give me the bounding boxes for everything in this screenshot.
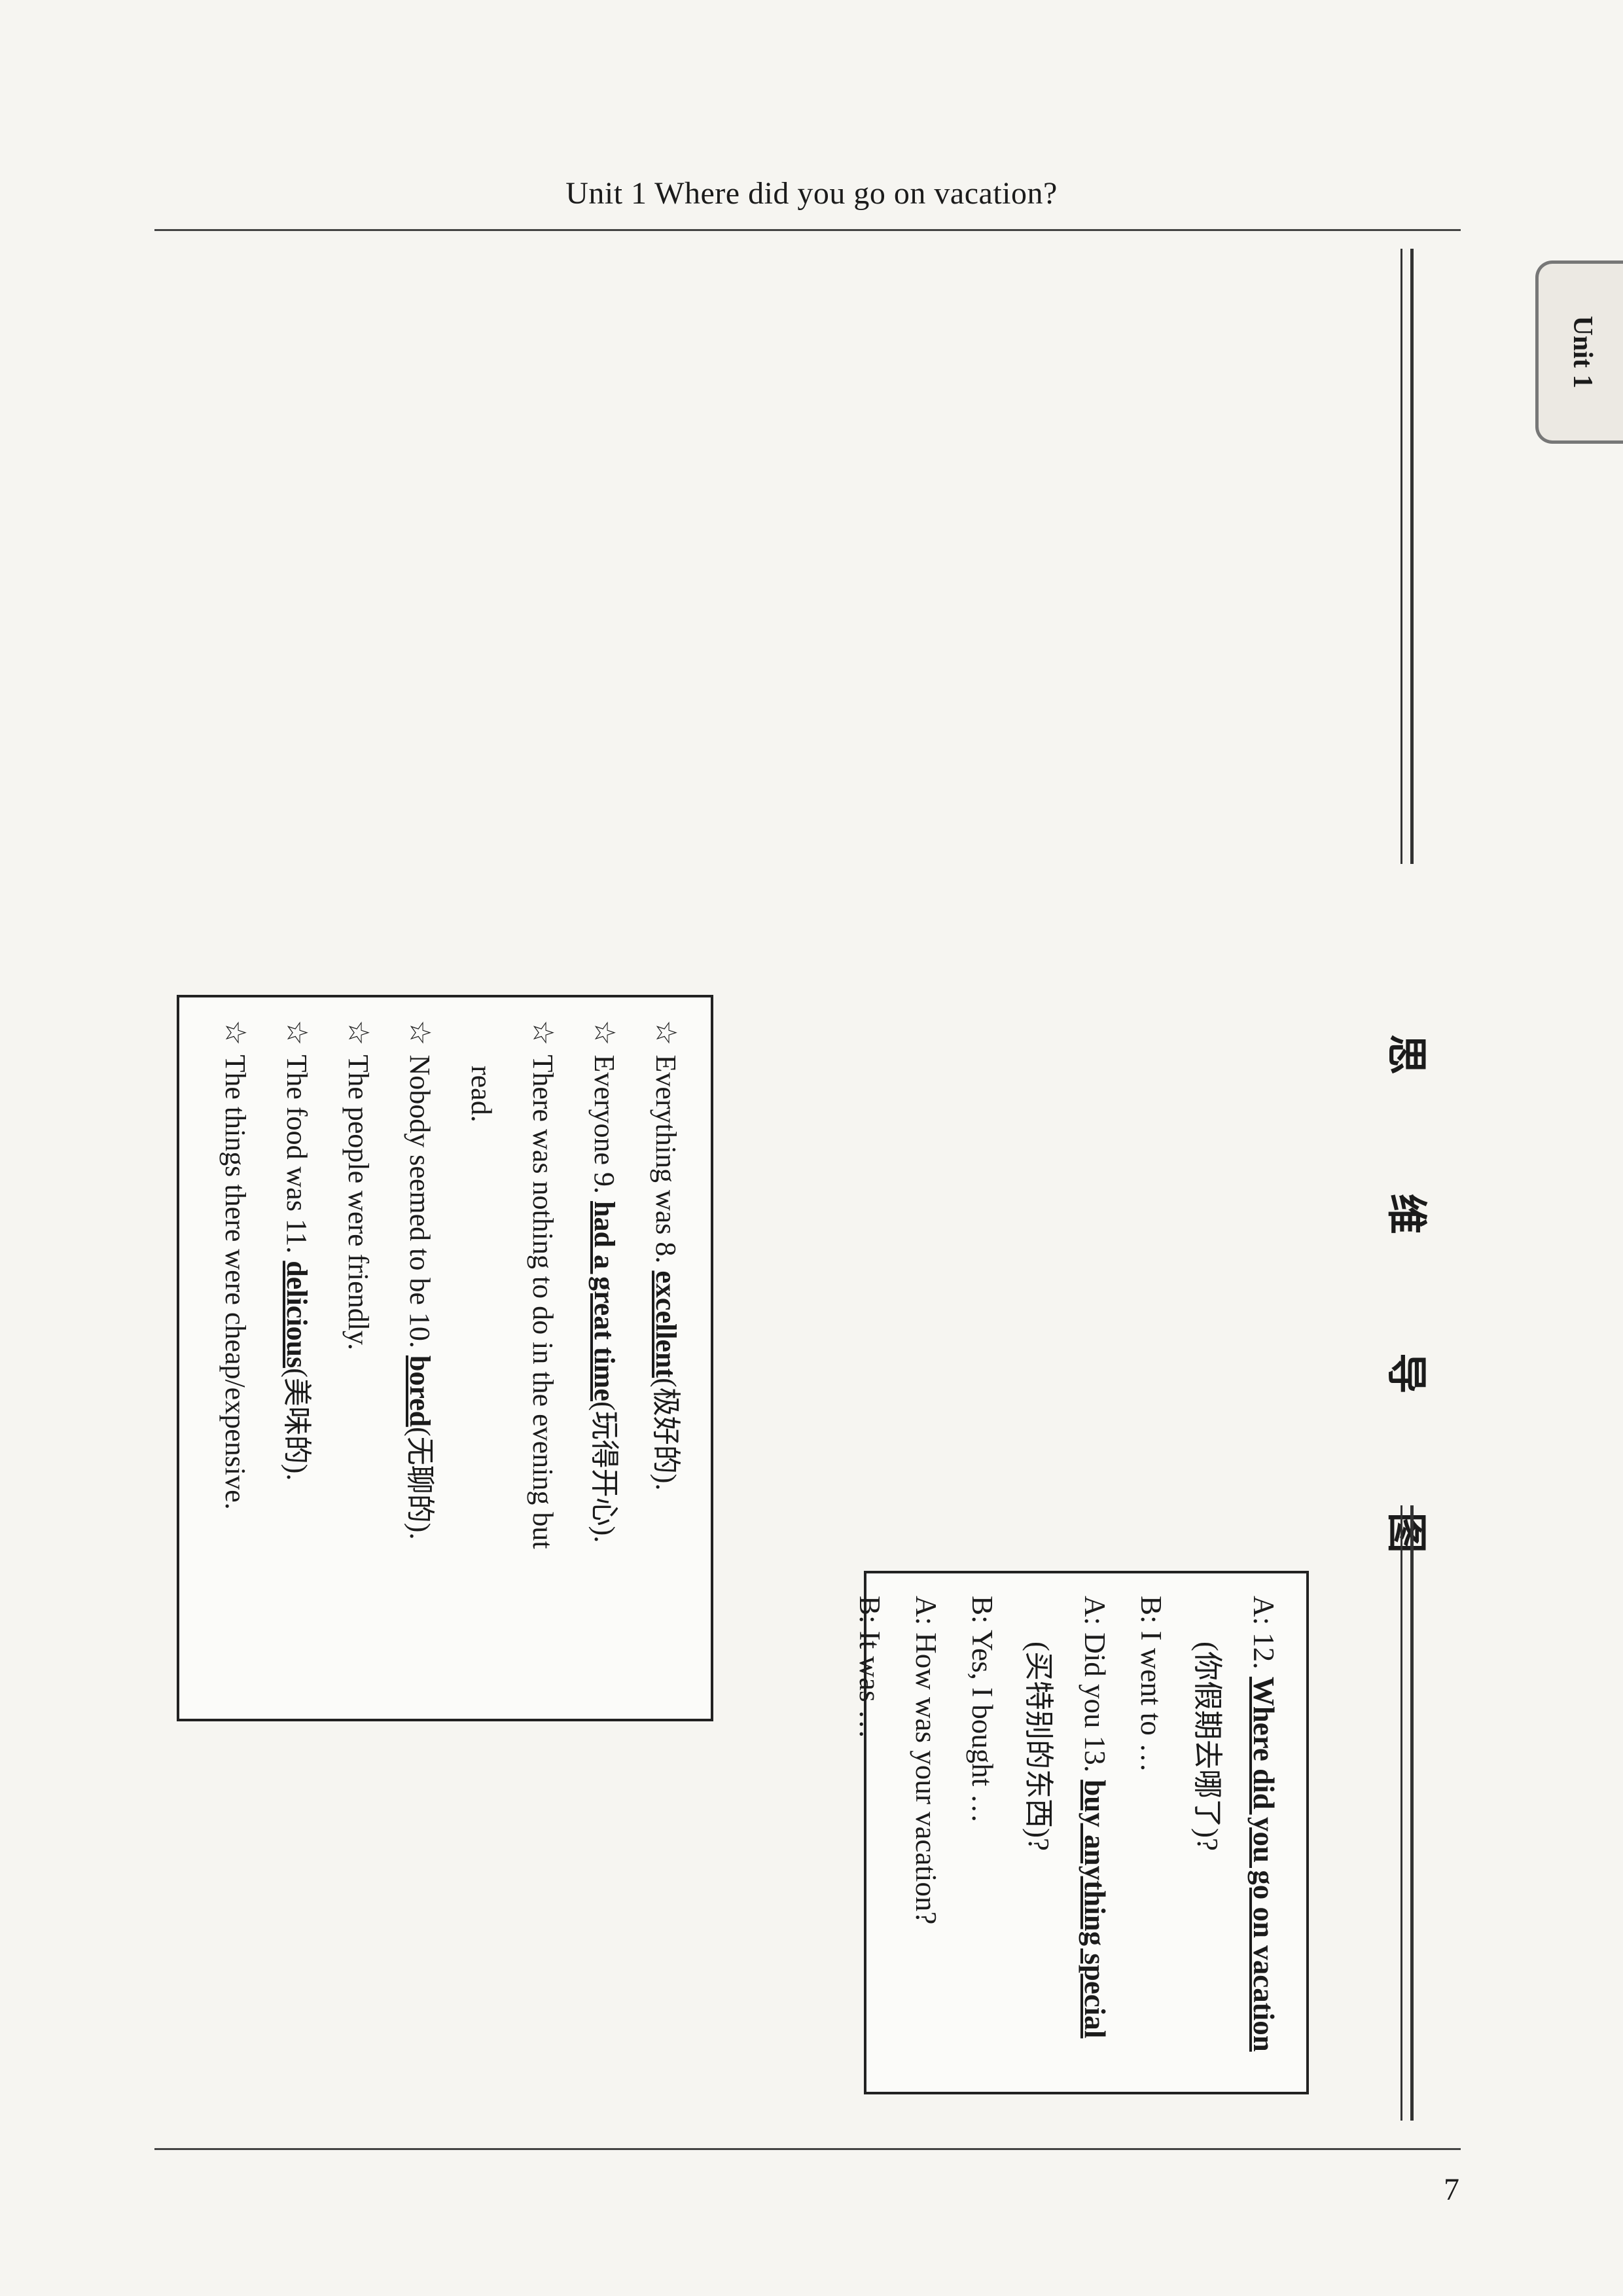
star-icon: ☆ (588, 1020, 620, 1046)
desc-4-suffix: (无聊的). (404, 1427, 436, 1540)
desc-6-prefix: The food was 11. (281, 1054, 313, 1261)
star-icon: ☆ (342, 1020, 374, 1046)
desc-1-answer: excellent (650, 1270, 682, 1378)
structures-line-5: (买特别的东西)? (1022, 1641, 1055, 1851)
star-icon: ☆ (527, 1020, 559, 1046)
structures-line-6: B: Yes, I bought … (966, 1596, 999, 1823)
unit-tab: Unit 1 (1535, 260, 1623, 444)
star-icon: ☆ (650, 1020, 682, 1046)
structures-q12-prefix: A: 12. (1247, 1596, 1280, 1677)
title-rule-right (1400, 1505, 1414, 2121)
structures-q13-answer: buy anything special (1079, 1780, 1111, 2039)
structures-line-8: B: It was … (853, 1596, 886, 1739)
page-number: 7 (1444, 2172, 1459, 2207)
desc-5: The people were friendly. (342, 1054, 374, 1351)
descriptions-box: ☆ Everything was 8. excellent(极好的). ☆ Ever… (177, 995, 713, 1721)
header-rule (154, 229, 1461, 231)
desc-6-suffix: (美味的). (281, 1368, 313, 1481)
desc-1-suffix: (极好的). (650, 1378, 682, 1491)
desc-2-answer: had a great time (588, 1201, 620, 1401)
structures-line-2: (你假期去哪了)? (1191, 1641, 1224, 1851)
star-icon: ☆ (281, 1020, 313, 1046)
structures-box: A: 12. Where did you go on vacation (你假期… (853, 1571, 1309, 2094)
structures-line-3: B: I went to … (1135, 1596, 1168, 1772)
desc-4-answer: bored (404, 1355, 436, 1427)
structures-q13-prefix: A: Did you 13. (1079, 1596, 1111, 1780)
desc-2-prefix: Everyone 9. (588, 1054, 620, 1202)
footer-rule (154, 2148, 1461, 2150)
page-header-title: Unit 1 Where did you go on vacation? (565, 176, 1058, 211)
mind-map-rotated: 思 维 导 图 A: 12. Where did you go on vacat… (157, 223, 1466, 2173)
mind-map-title-bar: 思 维 导 图 (1355, 223, 1466, 2173)
desc-3-line-2: read. (465, 1066, 497, 1122)
structures-q12-answer: Where did you go on vacation (1247, 1676, 1280, 2052)
desc-1-prefix: Everything was 8. (650, 1054, 682, 1271)
title-rule-left (1400, 249, 1414, 864)
structures-line-7: A: How was your vacation? (910, 1596, 942, 1925)
desc-7: The things there were cheap/expensive. (219, 1054, 251, 1510)
star-icon: ☆ (404, 1020, 436, 1046)
desc-2-suffix: (玩得开心). (588, 1401, 620, 1543)
desc-3-line-1: There was nothing to do in the evening b… (527, 1054, 559, 1549)
unit-tab-label: Unit 1 (1567, 315, 1597, 389)
desc-4-prefix: Nobody seemed to be 10. (404, 1054, 436, 1355)
star-icon: ☆ (219, 1020, 251, 1046)
desc-6-answer: delicious (281, 1261, 313, 1369)
